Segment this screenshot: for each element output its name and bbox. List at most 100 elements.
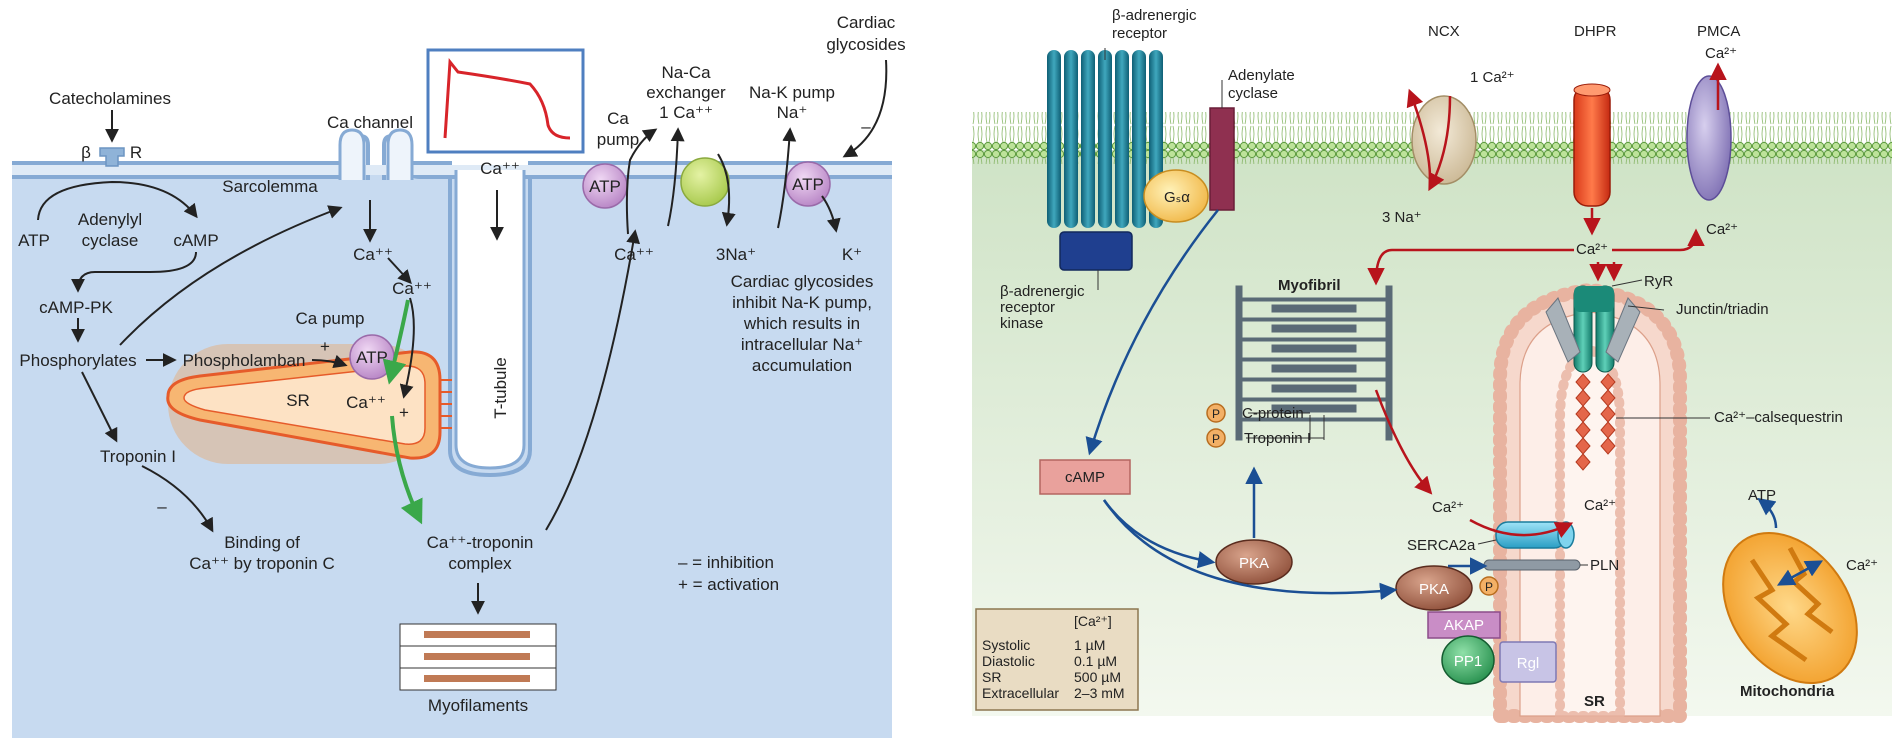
label-catecholamines: Catecholamines <box>49 89 171 108</box>
label-pln: PLN <box>1590 557 1619 574</box>
ca-channel <box>338 128 414 180</box>
label-beta-receptor-1: β-adrenergic <box>1112 7 1197 24</box>
dhpr-top <box>1573 83 1611 97</box>
phospho-pln <box>1479 576 1499 596</box>
label-naca-1: Na-Ca <box>661 63 711 82</box>
label-sr-right: SR <box>1584 693 1605 710</box>
label-complex-2: complex <box>448 554 512 573</box>
table-row-label-3: Extracellular <box>982 685 1059 701</box>
left-legend: – = inhibition + = activation <box>678 553 779 594</box>
label-c-protein: C-protein <box>1242 405 1304 422</box>
label-adenylyl: Adenylyl <box>78 210 142 229</box>
label-beta-receptor-2: receptor <box>1112 25 1167 42</box>
calsequestrin-diamonds <box>1575 373 1616 471</box>
label-adenylate-1: Adenylate <box>1228 67 1295 84</box>
legend-activation: + = activation <box>678 575 779 594</box>
label-t-tubule: T-tubule <box>491 357 510 418</box>
table-text: [Ca²⁺] Systolic 1 µM Diastolic 0.1 µM SR… <box>982 613 1125 701</box>
label-atp-left: ATP <box>18 231 50 250</box>
table-row-label-0: Systolic <box>982 637 1030 653</box>
label-cyclase: cyclase <box>82 231 139 250</box>
label-ca-channel: Ca channel <box>327 113 413 132</box>
label-r: R <box>130 143 142 162</box>
red-arrows <box>1367 62 1727 538</box>
label-brk-1: β-adrenergic <box>1000 283 1085 300</box>
membrane-band <box>12 165 892 175</box>
pp1-protein <box>1441 635 1495 685</box>
label-phosphorylates: Phosphorylates <box>19 351 136 370</box>
t-tubule-shape <box>454 170 526 470</box>
table-header: [Ca²⁺] <box>1074 613 1112 629</box>
label-3na: 3Na⁺ <box>716 245 756 264</box>
label-note-4: intracellular Na⁺ <box>741 335 863 354</box>
label-ca-out: Ca⁺⁺ <box>614 245 654 264</box>
label-p-troponin: P <box>1212 432 1220 446</box>
leader-lines <box>1097 48 1710 566</box>
left-labels: Catecholamines β R Adenylyl cyclase ATP … <box>18 13 906 715</box>
label-beta: β <box>81 143 91 162</box>
left-panel: Catecholamines β R Adenylyl cyclase ATP … <box>12 13 906 738</box>
label-note-5: accumulation <box>752 356 852 375</box>
label-camp: cAMP <box>173 231 218 250</box>
adenylate-cyclase <box>1209 107 1235 211</box>
naca-exchanger-ball <box>680 157 730 207</box>
label-ca-pump-right-1: Ca <box>607 109 629 128</box>
junctin-left <box>1545 297 1581 363</box>
akap-box <box>1427 611 1501 639</box>
label-pmca-ca: Ca²⁺ <box>1705 45 1737 62</box>
label-ca-channel-ion: Ca⁺⁺ <box>353 245 393 264</box>
beta-receptor <box>99 147 125 167</box>
table-row-value-0: 1 µM <box>1074 637 1105 653</box>
phospho-c-protein <box>1206 403 1226 423</box>
label-myofibril: Myofibril <box>1278 277 1341 294</box>
label-atp-sr: ATP <box>356 348 388 367</box>
pka-cytosol <box>1215 539 1293 585</box>
label-serca: SERCA2a <box>1407 537 1476 554</box>
label-ncx: NCX <box>1428 23 1460 40</box>
label-atp-right: ATP <box>1748 487 1776 504</box>
label-ca-pump-right-2: pump <box>597 130 640 149</box>
rgl-box <box>1499 641 1557 683</box>
label-atp-nak: ATP <box>792 175 824 194</box>
label-naca-3: 1 Ca⁺⁺ <box>659 103 713 122</box>
label-pp1: PP1 <box>1454 653 1482 670</box>
label-dhpr: DHPR <box>1574 23 1617 40</box>
label-ca-uptake: Ca²⁺ <box>1432 499 1464 516</box>
label-glyco-1: Cardiac <box>837 13 896 32</box>
label-glyco-2: glycosides <box>826 35 905 54</box>
label-camp-pk: cAMP-PK <box>39 298 113 317</box>
label-atp-ca-pump: ATP <box>589 177 621 196</box>
action-potential-trace <box>443 58 571 140</box>
label-ca-mito: Ca²⁺ <box>1846 557 1878 574</box>
label-minus-glyco: – <box>861 117 871 136</box>
camp-box <box>1039 459 1131 495</box>
ca-concentration-table <box>975 608 1139 711</box>
blue-arrows <box>1085 209 1824 601</box>
phospho-troponin-i <box>1206 428 1226 448</box>
label-calsequestrin: Ca²⁺–calsequestrin <box>1714 409 1843 426</box>
label-ca-sr: Ca⁺⁺ <box>346 393 386 412</box>
label-myofilaments: Myofilaments <box>428 696 528 715</box>
label-nak-2: Na⁺ <box>777 103 808 122</box>
table-row-label-2: SR <box>982 669 1001 685</box>
label-camp-right: cAMP <box>1065 469 1105 486</box>
pmca-protein <box>1686 75 1732 201</box>
myofibril <box>1235 285 1393 441</box>
label-mitochondria: Mitochondria <box>1740 683 1835 700</box>
pln-bar <box>1483 559 1581 571</box>
label-binding-2: Ca⁺⁺ by troponin C <box>189 554 335 573</box>
label-binding-1: Binding of <box>224 533 300 552</box>
label-k: K⁺ <box>842 245 862 264</box>
beta-receptor-kinase <box>1059 231 1133 271</box>
table-row-value-2: 500 µM <box>1074 669 1121 685</box>
label-troponin-i-right: Troponin I <box>1244 430 1311 447</box>
right-labels: β-adrenergic receptor Adenylate cyclase … <box>1000 7 1878 710</box>
label-note-2: inhibit Na-K pump, <box>732 293 872 312</box>
label-brk-3: kinase <box>1000 315 1043 332</box>
label-complex-1: Ca⁺⁺-troponin <box>427 533 534 552</box>
label-phospholamban: Phospholamban <box>183 351 306 370</box>
label-junctin: Junctin/triadin <box>1676 301 1769 318</box>
label-note-1: Cardiac glycosides <box>731 272 874 291</box>
label-note-3: which results in <box>743 314 860 333</box>
